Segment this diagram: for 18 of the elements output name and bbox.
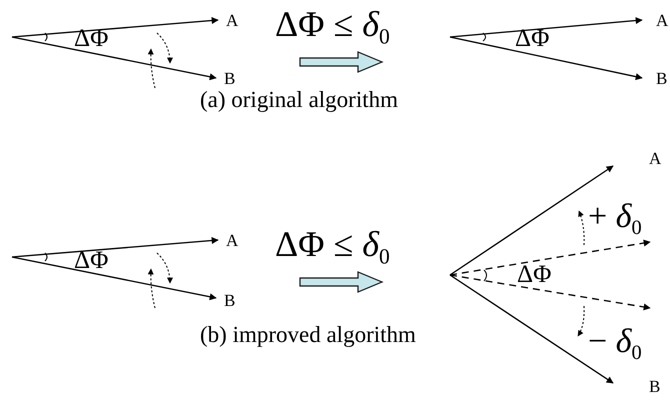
vector-name: B <box>224 70 236 87</box>
offset-label: + δ$_{0}$ <box>588 200 642 239</box>
angle-label: ΔΦ <box>517 262 552 287</box>
offset-label: − δ$_{0}$ <box>588 325 642 364</box>
angle-label: ΔΦ <box>74 248 108 273</box>
vector-name: A <box>226 12 238 29</box>
vector-name: A <box>226 232 238 249</box>
vector-name: A <box>656 12 668 29</box>
vector-name: B <box>656 70 668 87</box>
vector-name: B <box>224 292 236 309</box>
caption: (a) original algorithm <box>200 88 398 111</box>
caption: (b) improved algorithm <box>200 323 416 346</box>
vector-name: A <box>649 150 662 167</box>
vector-name: B <box>649 378 660 395</box>
angle-label: ΔΦ <box>515 26 550 51</box>
condition-formula: ΔΦ ≤ δ$_{0}$ <box>275 6 390 48</box>
angle-label: ΔΦ <box>74 26 108 51</box>
condition-formula: ΔΦ ≤ δ$_{0}$ <box>275 226 390 268</box>
